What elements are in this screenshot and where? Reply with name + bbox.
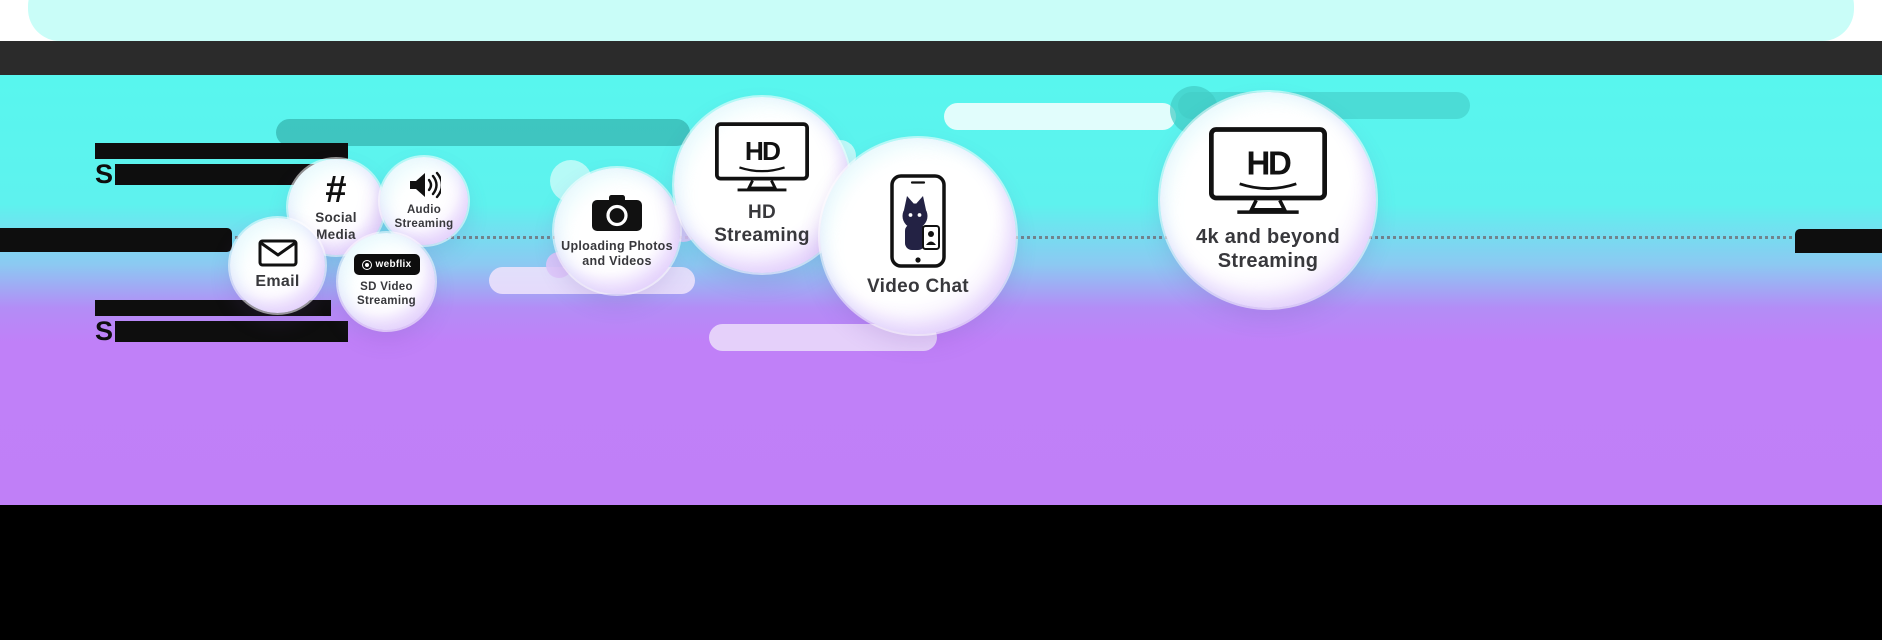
webflix-dot-icon xyxy=(361,259,372,270)
redacted-speed-label-right xyxy=(1795,229,1882,253)
redacted-bar xyxy=(115,321,349,342)
redacted-bar xyxy=(115,164,349,185)
audio-streaming-label: Audio Streaming xyxy=(394,204,454,230)
camera-icon xyxy=(591,194,643,232)
redacted-heading-bar xyxy=(95,143,348,159)
fourk-streaming-label: 4k and beyond Streaming xyxy=(1196,226,1340,272)
speed-pill xyxy=(944,103,1176,130)
redacted-letter: S xyxy=(95,316,114,346)
sd-video-streaming-label: SD Video Streaming xyxy=(357,281,416,307)
webflix-logo-icon: webflix xyxy=(353,254,420,276)
top-dark-band xyxy=(0,41,1882,75)
hd-logo-text: HD xyxy=(1247,144,1291,181)
redacted-heading-line: S xyxy=(95,159,349,189)
sd-video-streaming-bubble: webflix SD Video Streaming xyxy=(338,233,435,330)
hd-tv-icon: HD xyxy=(715,122,809,194)
top-cyan-pill xyxy=(28,0,1854,41)
redacted-speed-label-left xyxy=(0,228,232,252)
redacted-letter: S xyxy=(95,159,114,189)
video-chat-phone-icon xyxy=(889,173,947,268)
uploading-photos-bubble: Uploading Photos and Videos xyxy=(554,168,680,294)
envelope-icon xyxy=(258,239,298,267)
video-chat-bubble: Video Chat xyxy=(820,138,1016,334)
webflix-logo-text: webflix xyxy=(375,259,412,271)
social-media-label: Social Media xyxy=(315,210,357,242)
email-label: Email xyxy=(255,273,300,291)
hd-logo-text: HD xyxy=(745,136,780,166)
audio-streaming-bubble: Audio Streaming xyxy=(380,157,468,245)
fourk-tv-icon: HD xyxy=(1209,127,1327,217)
redacted-heading-line: S xyxy=(95,316,349,346)
video-chat-label: Video Chat xyxy=(867,275,969,297)
speaker-icon xyxy=(407,170,441,200)
speed-pill xyxy=(276,119,690,146)
uploading-photos-label: Uploading Photos and Videos xyxy=(561,238,673,268)
hd-streaming-label: HD Streaming xyxy=(714,202,810,246)
footer-black-band xyxy=(0,505,1882,640)
email-bubble: Email xyxy=(230,218,325,313)
hashtag-icon: # xyxy=(325,169,347,212)
fourk-streaming-bubble: HD 4k and beyond Streaming xyxy=(1160,92,1376,308)
